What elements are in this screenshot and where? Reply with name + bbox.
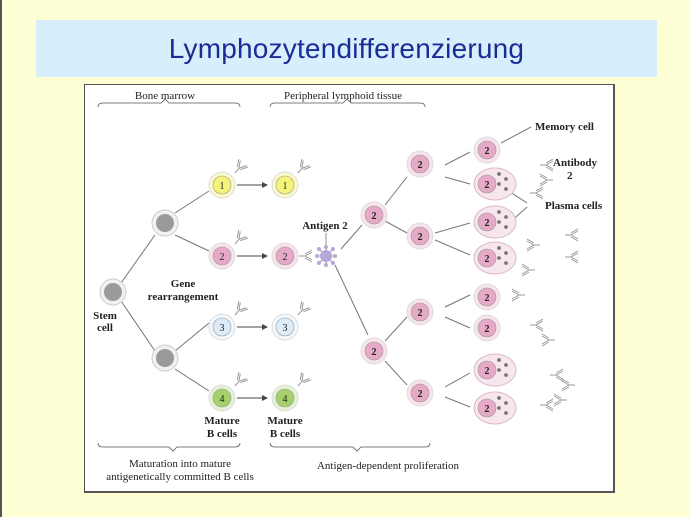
clone-cell-4b: 4: [271, 371, 312, 412]
b-cell-6: 2: [473, 314, 501, 342]
clone-cell-1a: 1: [208, 158, 249, 199]
cell-label: 2: [372, 347, 377, 358]
maturation-arrows: [237, 182, 268, 401]
cell-label: 2: [372, 211, 377, 222]
activated-cell-upper: 2: [360, 201, 388, 229]
dividing-cell-2: 2: [406, 222, 434, 250]
cell-label: 2: [418, 232, 423, 243]
lineage-lines: [120, 126, 532, 408]
label-gene-line1: Gene: [171, 278, 196, 290]
antibody-icon: [521, 263, 536, 277]
title-bar: Lymphozytendifferenzierung: [36, 20, 657, 77]
memory-cell: 2: [473, 136, 501, 164]
clone-4a-label: 4: [220, 394, 225, 405]
cell-label: 2: [485, 366, 490, 377]
cell-label: 2: [485, 254, 490, 265]
label-memory-cell: Memory cell: [535, 121, 594, 133]
antibody-icon: [526, 238, 541, 252]
cell-label: 2: [418, 308, 423, 319]
cell-label: 2: [485, 180, 490, 191]
label-peripheral-tissue: Peripheral lymphoid tissue: [284, 90, 402, 102]
antibody-icon: [553, 393, 568, 407]
activated-cell-lower: 2: [360, 337, 388, 365]
clone-3b-label: 3: [283, 323, 288, 334]
brace-maturation: [97, 442, 241, 452]
label-mature-1-line1: Mature: [204, 415, 239, 427]
clone-4b-label: 4: [283, 394, 288, 405]
antigen-icon: [315, 245, 337, 267]
cell-label: 2: [485, 324, 490, 335]
label-mature-2-line1: Mature: [267, 415, 302, 427]
label-plasma-cells: Plasma cells: [545, 200, 603, 212]
label-bone-marrow: Bone marrow: [135, 90, 195, 102]
label-gene-line2: rearrangement: [148, 291, 219, 303]
label-stem-line2: cell: [97, 322, 113, 334]
antibody-icon: [564, 250, 579, 264]
slide-left-edge: [0, 0, 2, 517]
antibody-icon: [564, 228, 579, 242]
brace-peripheral-tissue: [269, 98, 426, 108]
dividing-cell-4: 2: [406, 379, 434, 407]
label-antibody-line2: 2: [567, 170, 573, 182]
clone-cell-2b: 2: [271, 242, 313, 270]
dividing-cell-1: 2: [406, 150, 434, 178]
plasma-cell-8: 2: [473, 391, 517, 425]
antibody-icon: [549, 368, 564, 382]
label-proliferation: Antigen-dependent proliferation: [317, 460, 460, 472]
b-cell-5: 2: [473, 283, 501, 311]
plasma-cell-3: 2: [473, 205, 517, 239]
brace-bone-marrow: [97, 98, 241, 108]
dividing-cell-3: 2: [406, 298, 434, 326]
plasma-cell-4: 2: [473, 241, 517, 275]
clone-cell-1b: 1: [271, 158, 312, 199]
slide-title: Lymphozytendifferenzierung: [168, 32, 525, 64]
antibody-icon: [511, 288, 526, 302]
plasma-cell-2: 2: [473, 167, 517, 201]
free-antibodies: [511, 158, 579, 412]
label-mature-2-line2: B cells: [270, 428, 301, 440]
clone-3a-label: 3: [220, 323, 225, 334]
antibody-icon: [529, 186, 544, 200]
clone-cell-2a: 2: [208, 229, 249, 270]
cell-label: 2: [485, 293, 490, 304]
cell-label: 2: [418, 389, 423, 400]
cell-label: 2: [418, 160, 423, 171]
brace-proliferation: [269, 442, 431, 452]
clone-2b-label: 2: [283, 252, 288, 263]
clone-cell-3b: 3: [271, 300, 312, 341]
clone-cell-3a: 3: [208, 300, 249, 341]
cell-label: 2: [485, 404, 490, 415]
clone-2a-label: 2: [220, 252, 225, 263]
antibody-icon: [539, 173, 554, 187]
plasma-cell-7: 2: [473, 353, 517, 387]
label-maturation-line1: Maturation into mature: [129, 458, 231, 470]
precursor-cell-lower: [151, 344, 179, 372]
antibody-icon: [561, 378, 576, 392]
label-stem-line1: Stem: [93, 310, 117, 322]
cell-label: 2: [485, 218, 490, 229]
antibody-icon: [541, 333, 556, 347]
stem-cell: [99, 278, 127, 306]
lymphocyte-differentiation-diagram: Bone marrow Peripheral lymphoid tissue M…: [93, 90, 603, 483]
antibody-icon: [539, 158, 554, 172]
label-antigen: Antigen 2: [302, 220, 348, 232]
antibody-icon: [529, 318, 544, 332]
clone-1b-label: 1: [283, 181, 288, 192]
precursor-cell-upper: [151, 209, 179, 237]
label-mature-1-line2: B cells: [207, 428, 238, 440]
label-antibody-line1: Antibody: [553, 157, 598, 169]
clone-1a-label: 1: [220, 181, 225, 192]
clone-cell-4a: 4: [208, 371, 249, 412]
diagram-figure: Bone marrow Peripheral lymphoid tissue M…: [84, 84, 615, 493]
proliferating-cells: 2 2 2 2 2 2 2 2 2 2 2 2 2 2: [360, 136, 517, 425]
label-maturation-line2: antigenetically committed B cells: [106, 471, 254, 483]
antibody-icon: [539, 398, 554, 412]
cell-label: 2: [485, 146, 490, 157]
